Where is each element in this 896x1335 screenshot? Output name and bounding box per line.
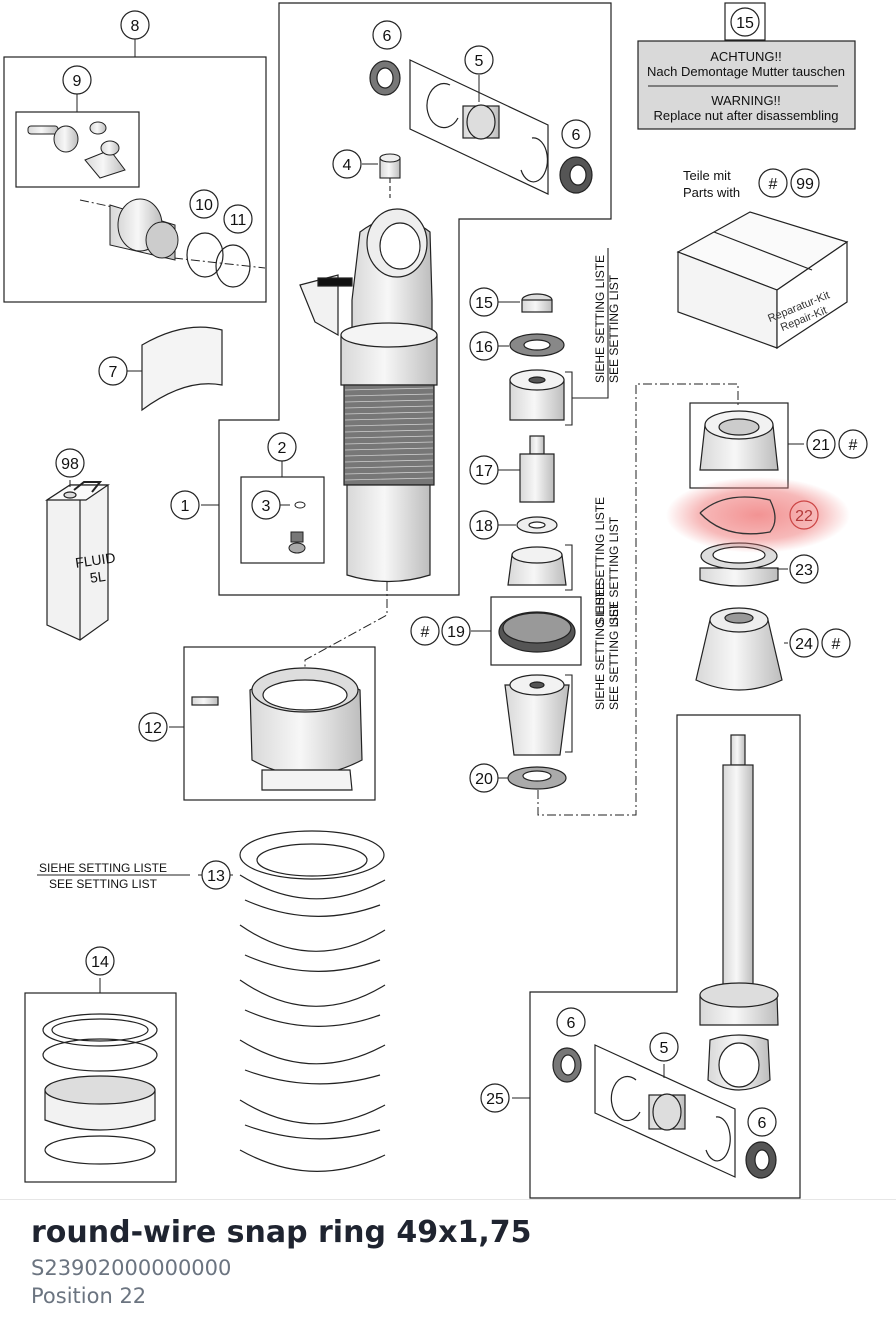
callout-20: 20 [475,771,493,788]
callout-hash-24: # [832,636,841,653]
callout-1: 1 [181,498,190,515]
parts-with-en: Parts with [683,185,740,200]
part-name: round-wire snap ring 49x1,75 [31,1215,532,1250]
setting-list-en-3: SEE SETTING LIST [607,601,621,710]
callout-99: 99 [796,176,814,193]
callout-6c: 6 [567,1015,576,1032]
callout-21: 21 [812,437,830,454]
callout-19: 19 [447,624,465,641]
warning-en-title: WARNING!! [711,93,781,108]
callout-22[interactable]: 22 [795,508,813,525]
callout-9: 9 [73,73,82,90]
callout-2: 2 [278,440,287,457]
fluid-volume-label: 5L [89,568,107,586]
callout-6b: 6 [572,127,581,144]
callout-23: 23 [795,562,813,579]
warning-en-text: Replace nut after disassembling [654,108,839,123]
part-info-panel: round-wire snap ring 49x1,75 S2390200000… [31,1212,531,1310]
setting-list-en-spring: SEE SETTING LIST [49,877,158,891]
callout-4: 4 [343,157,352,174]
fluid-label: FLUID [74,549,116,570]
callout-3: 3 [262,498,271,515]
callout-hash-19: # [421,624,430,641]
exploded-parts-diagram: ACHTUNG!! Nach Demontage Mutter tauschen… [3,2,868,1199]
setting-list-de-2: SIEHE SETTING LISTE [593,497,607,625]
callout-25: 25 [486,1091,504,1108]
callout-5: 5 [475,53,484,70]
callout-hash-21: # [849,437,858,454]
callout-24: 24 [795,636,813,653]
callout-7: 7 [109,364,118,381]
setting-list-de-3: SIEHE SETTING LISTE [593,582,607,710]
callout-16: 16 [475,339,493,356]
callout-6a: 6 [383,28,392,45]
setting-list-en-2: SEE SETTING LIST [607,516,621,625]
part-number: S23902000000000 [31,1256,232,1280]
divider [0,1199,896,1200]
setting-list-de-1: SIEHE SETTING LISTE [593,255,607,383]
callout-15-warning: 15 [736,15,754,32]
callout-11: 11 [230,212,247,229]
setting-list-de-spring: SIEHE SETTING LISTE [39,861,167,875]
callout-15: 15 [475,295,493,312]
callout-98: 98 [61,456,79,473]
parts-with-de: Teile mit [683,168,731,183]
callout-17: 17 [475,463,493,480]
callout-10: 10 [195,197,213,214]
callout-13: 13 [207,868,225,885]
callout-14: 14 [91,954,109,971]
highlight-position-22 [666,477,850,553]
warning-de-text: Nach Demontage Mutter tauschen [647,64,845,79]
callout-5b: 5 [660,1040,669,1057]
setting-list-en-1: SEE SETTING LIST [607,274,621,383]
callout-6d: 6 [758,1115,767,1132]
callout-12: 12 [144,720,162,737]
callout-hash-99: # [769,176,778,193]
callout-18: 18 [475,518,493,535]
warning-de-title: ACHTUNG!! [710,49,782,64]
callout-8: 8 [131,18,140,35]
part-position: Position 22 [31,1284,147,1308]
